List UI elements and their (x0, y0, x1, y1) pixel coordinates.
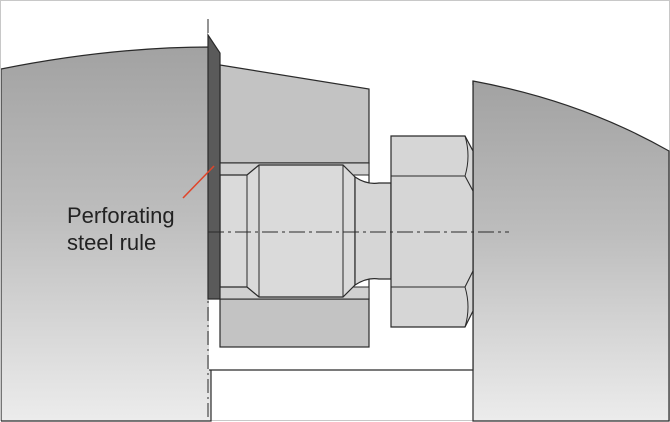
bolt-neck (354, 175, 392, 287)
bolt-threaded-shank (219, 164, 356, 298)
callout-label-line-1: Perforating (67, 203, 175, 228)
hex-head-bottom-chamfer (464, 286, 469, 328)
upper-clamp-block (219, 64, 370, 164)
hex-head-top-chamfer (464, 135, 469, 177)
lower-clamp-block (219, 298, 370, 348)
right-cylinder-section (472, 80, 670, 422)
callout-label-line-2: steel rule (67, 230, 156, 255)
callout-leader-line (182, 165, 215, 199)
